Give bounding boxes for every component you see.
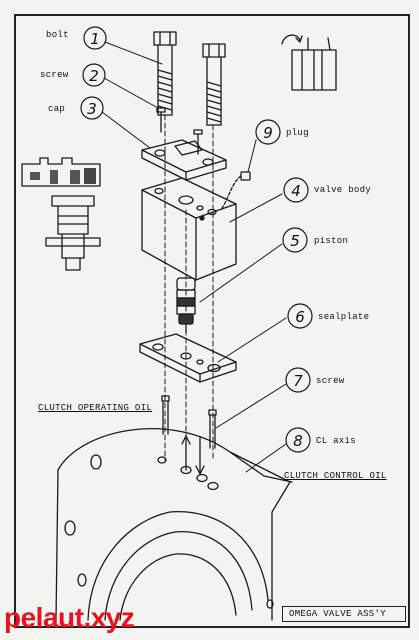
- callout-7: 7: [293, 372, 303, 390]
- plug: [221, 171, 251, 209]
- callout-9: 9: [263, 124, 273, 142]
- valve-body: [141, 177, 237, 281]
- leader-lines: [101, 41, 287, 473]
- callout-2: 2: [89, 67, 99, 85]
- callout-3: 3: [87, 100, 97, 118]
- label-cap: cap: [48, 104, 66, 114]
- callout-6: 6: [295, 308, 305, 326]
- label-clutch-control-oil: CLUTCH CONTROL OIL: [284, 471, 387, 481]
- callout-circles: [80, 26, 313, 453]
- section-sketch: [21, 157, 101, 271]
- title-block-text: OMEGA VALVE ASS'Y: [289, 609, 386, 619]
- label-screw-upper: screw: [40, 70, 69, 80]
- seal-plate: [139, 333, 237, 383]
- label-clutch-operating-oil: CLUTCH OPERATING OIL: [38, 403, 153, 413]
- label-screw-lower: screw: [316, 376, 345, 386]
- callout-5: 5: [290, 232, 300, 250]
- watermark: pelaut.xyz: [4, 602, 135, 633]
- callout-1: 1: [90, 30, 100, 48]
- detail-sketch: [281, 34, 337, 91]
- drawing-border: [14, 14, 410, 628]
- callout-4: 4: [291, 182, 301, 200]
- label-cl-axis: CL axis: [316, 436, 356, 446]
- label-sealplate: sealplate: [318, 312, 370, 322]
- center-lines: [164, 114, 214, 461]
- screw-small: [156, 107, 203, 155]
- clutch-housing: [55, 428, 293, 621]
- bolt-left: [153, 31, 177, 116]
- oil-flow-arrows: [181, 435, 205, 475]
- piston: [176, 277, 196, 333]
- label-valve-body: valve body: [314, 185, 372, 195]
- bolt-right: [202, 43, 226, 126]
- callout-8: 8: [293, 432, 303, 450]
- label-bolt: bolt: [46, 30, 69, 40]
- label-piston: piston: [314, 236, 349, 246]
- label-plug: plug: [286, 128, 309, 138]
- title-block: OMEGA VALVE ASS'Y: [282, 606, 406, 622]
